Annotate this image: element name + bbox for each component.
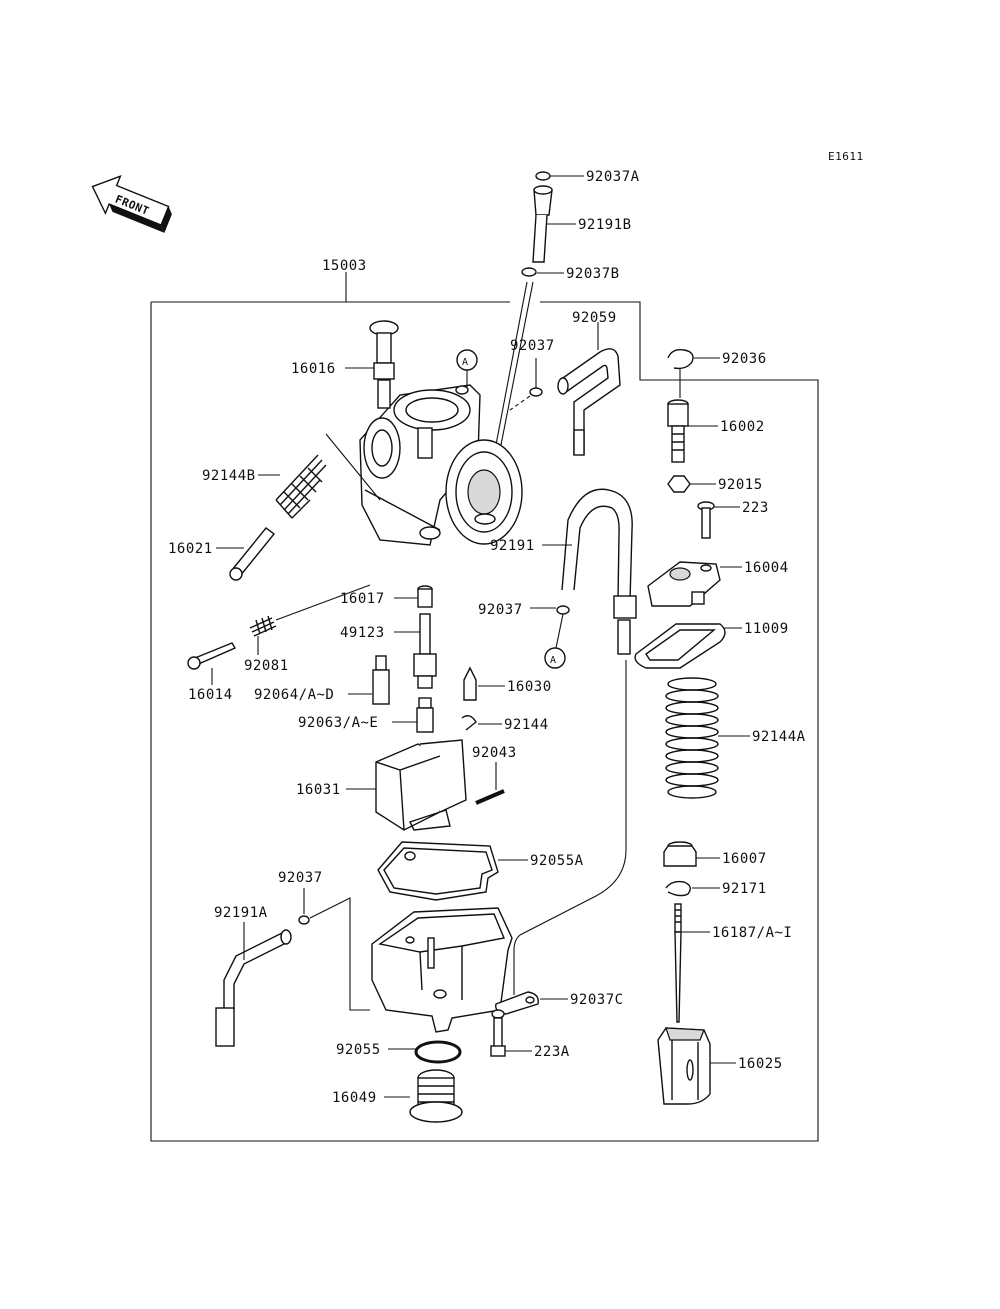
label-92059: 92059 (572, 310, 617, 326)
label-92144: 92144 (504, 717, 549, 733)
label-92063: 92063/A~E (298, 715, 378, 731)
part-16014 (187, 642, 237, 670)
part-16016 (369, 320, 399, 409)
label-16014: 16014 (188, 687, 233, 703)
label-92171: 92171 (722, 881, 767, 897)
label-16017: 16017 (340, 591, 385, 607)
part-92063 (416, 697, 434, 733)
adjuster-16002 (667, 399, 689, 463)
plug-16049 (409, 1069, 463, 1123)
float-bowl (371, 907, 513, 1033)
hose-92191a (215, 929, 292, 1047)
label-16016: 16016 (291, 361, 336, 377)
hose-92191 (561, 488, 637, 655)
screw-223a (490, 1009, 506, 1057)
oring-92055 (414, 1040, 462, 1064)
clip-92171 (665, 880, 691, 897)
label-92191a: 92191A (214, 905, 268, 921)
label-49123: 49123 (340, 625, 385, 641)
clamp-92037-mid (556, 605, 570, 615)
clamp-92037-top (529, 387, 543, 397)
part-16031 (375, 739, 467, 831)
label-92037c: 92037C (570, 992, 624, 1008)
label-11009: 11009 (744, 621, 789, 637)
spring-92144a (665, 677, 719, 799)
gasket-11009 (634, 623, 726, 669)
label-16021: 16021 (168, 541, 213, 557)
part-16017 (417, 585, 433, 608)
spring-92144b (275, 454, 327, 519)
hose-92191b (494, 171, 553, 451)
part-16030 (463, 666, 477, 701)
label-16025: 16025 (738, 1056, 783, 1072)
ref-marker-a-top: A (462, 357, 469, 368)
part-49123 (413, 613, 437, 689)
assembly-frame (150, 272, 819, 1142)
label-92191: 92191 (490, 538, 535, 554)
label-16187: 16187/A~I (712, 925, 792, 941)
label-92081: 92081 (244, 658, 289, 674)
label-92037-mid: 92037 (478, 602, 523, 618)
label-92037a: 92037A (586, 169, 640, 185)
ref-marker-a-circle (544, 647, 566, 669)
cap-16004 (647, 561, 721, 607)
label-92037-low: 92037 (278, 870, 323, 886)
front-arrow-icon: FRONT (91, 175, 172, 233)
clamp-92037-low (298, 915, 310, 925)
part-16021 (229, 527, 276, 581)
label-16002: 16002 (720, 419, 765, 435)
screw-223 (697, 501, 715, 539)
label-92037b: 92037B (566, 266, 620, 282)
part-92144 (461, 715, 477, 731)
spring-92081 (249, 615, 277, 637)
carburetor-body (359, 349, 523, 546)
label-223a: 223A (534, 1044, 570, 1060)
label-16004: 16004 (744, 560, 789, 576)
label-223: 223 (742, 500, 769, 516)
label-16030: 16030 (507, 679, 552, 695)
ref-marker-a-mid: A (550, 655, 557, 666)
label-92144a: 92144A (752, 729, 806, 745)
label-92036: 92036 (722, 351, 767, 367)
part-92064 (372, 655, 390, 705)
needle-16187 (674, 903, 682, 1023)
label-15003: 15003 (322, 258, 367, 274)
ring-92036 (667, 348, 694, 370)
part-16007 (663, 841, 697, 867)
label-92015: 92015 (718, 477, 763, 493)
label-92064: 92064/A~D (254, 687, 334, 703)
gasket-92055a (377, 841, 499, 901)
label-92144b: 92144B (202, 468, 256, 484)
nut-92015 (667, 475, 691, 493)
label-92191b: 92191B (578, 217, 632, 233)
diagram-code: E1611 (828, 150, 864, 163)
label-16031: 16031 (296, 782, 341, 798)
label-92055a: 92055A (530, 853, 584, 869)
label-92043: 92043 (472, 745, 517, 761)
hose-92059 (557, 348, 621, 456)
valve-16025 (657, 1027, 711, 1105)
label-92055: 92055 (336, 1042, 381, 1058)
label-16007: 16007 (722, 851, 767, 867)
label-16049: 16049 (332, 1090, 377, 1106)
label-92037-top: 92037 (510, 338, 555, 354)
